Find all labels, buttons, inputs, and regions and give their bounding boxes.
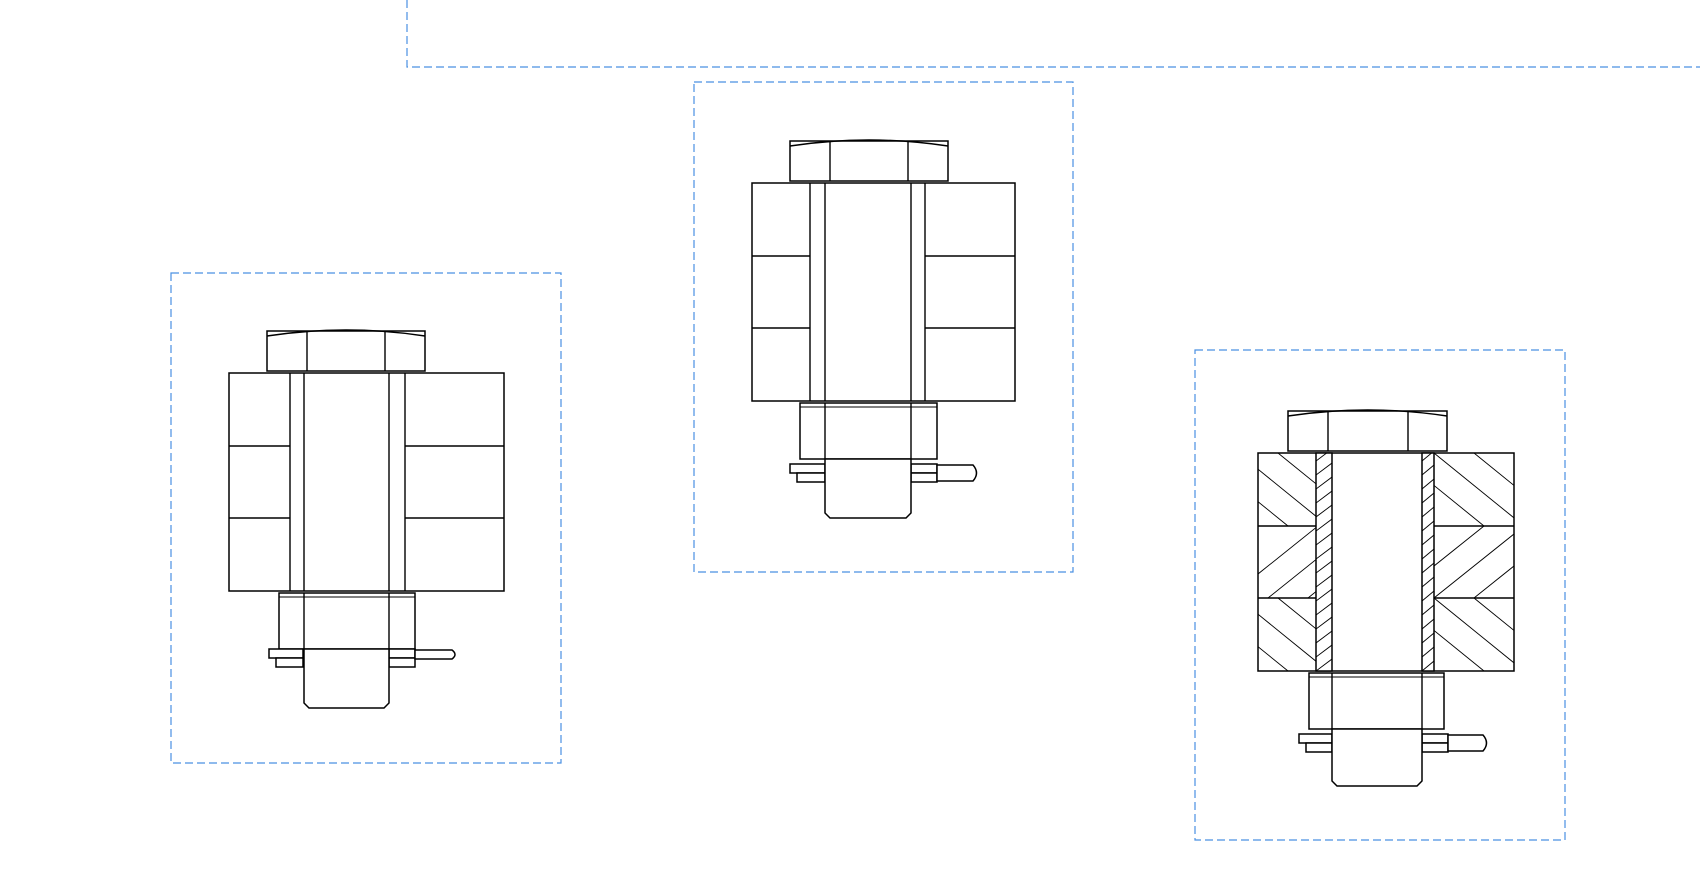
view-frame-middle	[693, 81, 1074, 573]
hex-nut	[1287, 409, 1448, 452]
sleeve-section	[1315, 452, 1435, 672]
lower-nut	[799, 402, 938, 460]
view-frame-right	[1194, 349, 1566, 841]
bolt-shank	[289, 373, 406, 591]
clamped-block	[751, 182, 1016, 402]
view-frame-top	[406, 0, 1700, 68]
clamped-block-section	[1257, 452, 1515, 672]
bolt-tip	[1331, 728, 1423, 787]
washer-and-pin	[268, 648, 456, 668]
lower-nut	[1308, 672, 1445, 730]
right-section-view	[1257, 409, 1515, 787]
bolt-tip	[824, 458, 912, 519]
bolt-shank	[809, 183, 926, 401]
middle-view	[751, 139, 1016, 519]
clamped-block	[228, 372, 505, 592]
lower-nut	[278, 592, 416, 650]
left-view	[228, 329, 505, 709]
bolt-tip	[303, 648, 390, 709]
view-frame-left	[170, 272, 562, 764]
hex-nut	[789, 139, 949, 182]
washer-and-pin	[789, 463, 978, 483]
hex-nut	[266, 329, 426, 372]
